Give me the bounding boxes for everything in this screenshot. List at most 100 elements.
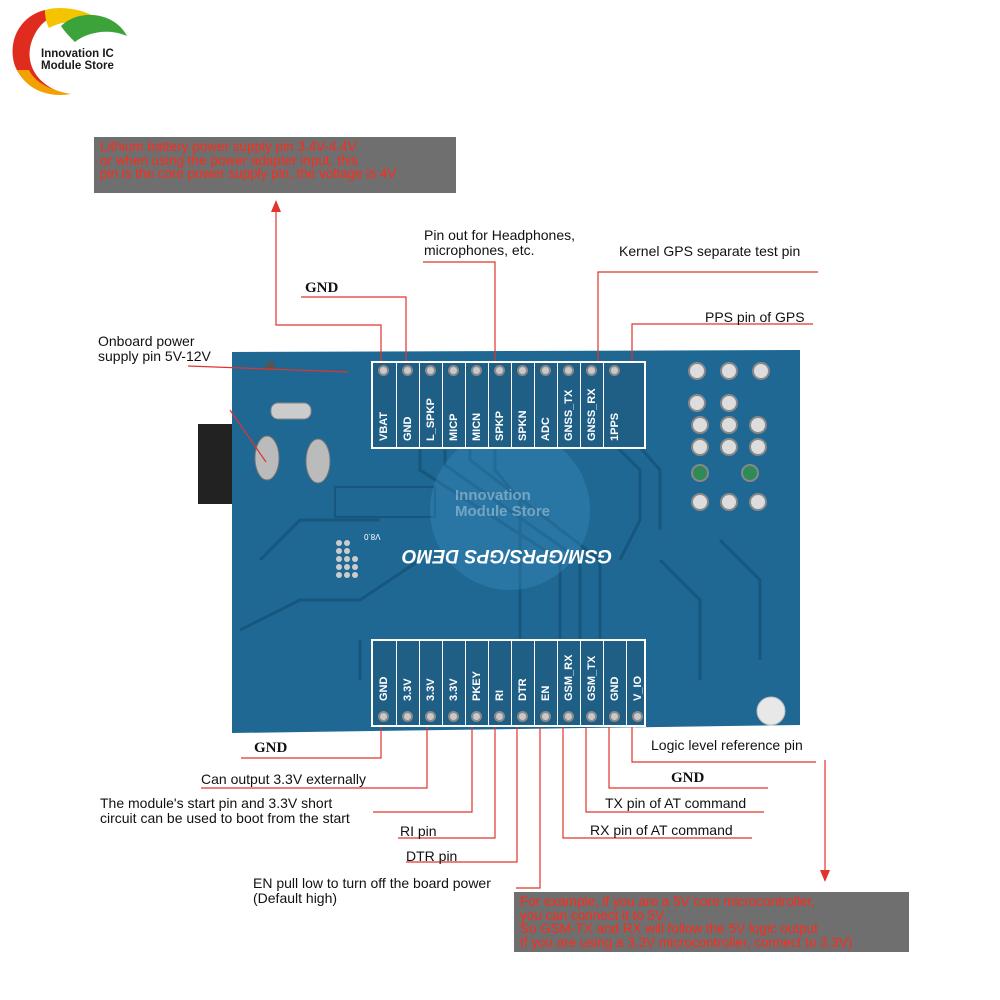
top-pin-label: VBAT [378, 411, 390, 441]
headphones-line: Pin out for Headphones, [424, 227, 575, 243]
output-33-label: Can output 3.3V externally [201, 771, 366, 787]
start-pin-label: The module's start pin and 3.3V short ci… [100, 796, 350, 826]
bottom-pin-pad [471, 711, 482, 722]
bottom-pin-label: GSM_TX [586, 655, 598, 701]
bottom-pin-pad [425, 711, 436, 722]
logic-ref-label: Logic level reference pin [651, 737, 803, 753]
start-pin-line: circuit can be used to boot from the sta… [100, 810, 350, 826]
onboard-power-line: supply pin 5V-12V [98, 348, 211, 364]
vio-note-line: For example, if you are a 5V core microc… [520, 894, 815, 909]
bottom-pin-label: EN [540, 685, 552, 701]
top-pin-label: GNSS_RX [586, 388, 598, 441]
top-pin-label: GND [402, 416, 414, 441]
onboard-power-label: Onboard power supply pin 5V-12V [98, 334, 211, 364]
bottom-pin-column: EN [534, 641, 557, 725]
top-pin-pad [540, 365, 551, 376]
top-pin-column: 1PPS [603, 363, 626, 447]
watermark-line: Module Store [455, 503, 551, 520]
bottom-pin-column: 3.3V [419, 641, 442, 725]
top-pin-pad [448, 365, 459, 376]
top-pin-pad [378, 365, 389, 376]
top-pin-label: MICN [471, 412, 483, 441]
vio-note-line: If you are using a 3.3V microcontroller,… [520, 934, 853, 950]
top-pin-pad [609, 365, 620, 376]
top-pin-label: SPKP [494, 411, 506, 441]
gnd-top-label: GND [305, 280, 339, 296]
gnd-bottom-left-label: GND [254, 740, 288, 756]
top-pin-column: SPKP [488, 363, 511, 447]
bottom-pin-pad [540, 711, 551, 722]
headphones-label: Pin out for Headphones, microphones, etc… [424, 228, 575, 258]
bottom-pin-column: GSM_RX [557, 641, 580, 725]
brand-line-2: Module Store [41, 60, 114, 72]
bottom-pin-column: GND [373, 641, 396, 725]
bottom-pin-column: RI [488, 641, 511, 725]
bottom-pin-label: 3.3V [448, 678, 460, 701]
right-header [688, 362, 770, 511]
en-label: EN pull low to turn off the board power … [253, 876, 491, 906]
vio-note-line: So GSM-TX and RX will follow the 5V logi… [520, 921, 818, 936]
bottom-pin-pad [563, 711, 574, 722]
top-pin-column: VBAT [373, 363, 396, 447]
switch [270, 402, 312, 420]
top-pin-column: SPKN [511, 363, 534, 447]
bottom-pin-label: 3.3V [402, 678, 414, 701]
bottom-pin-label: V_IO [632, 675, 644, 701]
bottom-pin-label: DTR [517, 678, 529, 701]
store-logo: Innovation IC Module Store [5, 6, 129, 98]
top-pin-pad [494, 365, 505, 376]
board-version: V8.0 [364, 532, 381, 541]
top-pin-column: GNSS_TX [557, 363, 580, 447]
bottom-pin-label: 3.3V [425, 678, 437, 701]
bottom-pin-pad [632, 711, 643, 722]
en-line: (Default high) [253, 890, 338, 906]
onboard-power-line: Onboard power [98, 333, 195, 349]
top-pin-column: ADC [534, 363, 557, 447]
bottom-pin-label: RI [494, 690, 506, 701]
kernel-gps-label: Kernel GPS separate test pin [619, 243, 801, 259]
pps-label: PPS pin of GPS [705, 309, 805, 325]
dtr-label: DTR pin [406, 848, 458, 864]
bottom-pin-label: PKEY [471, 671, 483, 701]
top-pin-column: MICN [465, 363, 488, 447]
brand-line-1: Innovation IC [41, 48, 114, 60]
top-pin-pad [471, 365, 482, 376]
vbat-note: Lithium battery power supply pin 3.4V-4.… [94, 137, 456, 193]
bottom-pin-label: GND [378, 676, 390, 701]
bottom-pin-pad [378, 711, 389, 722]
top-pin-label: ADC [540, 417, 552, 441]
bottom-pin-column: GND [603, 641, 626, 725]
watermark-circle [430, 430, 590, 590]
bottom-pin-label: GND [609, 676, 621, 701]
vbat-note-line: pin is the core power supply pin, the vo… [100, 166, 397, 181]
top-pin-column: MICP [442, 363, 465, 447]
bottom-pin-label: GSM_RX [563, 654, 575, 701]
top-pin-label: SPKN [517, 410, 529, 441]
top-pin-label: MICP [448, 413, 460, 442]
top-pin-column: L_SPKP [419, 363, 442, 447]
leader-lines [187, 200, 830, 889]
bottom-pin-column: GSM_TX [580, 641, 603, 725]
top-pin-header: VBAT GND L_SPKP MICP MICN SPKP SPKN ADC GNSS_TX G… [371, 361, 646, 449]
ri-label: RI pin [400, 823, 437, 839]
top-pin-column: GNSS_RX [580, 363, 603, 447]
en-line: EN pull low to turn off the board power [253, 875, 491, 891]
vio-note-line: you can connect it to 5V. [520, 907, 667, 923]
bottom-pin-pad [517, 711, 528, 722]
top-pin-pad [425, 365, 436, 376]
vbat-note-line: Lithium battery power supply pin 3.4V-4.… [100, 139, 357, 154]
bottom-pin-pad [402, 711, 413, 722]
logo-leaf-icon [12, 8, 127, 95]
rx-at-label: RX pin of AT command [590, 822, 733, 838]
chip-outline [334, 486, 436, 518]
gnd-bottom-right-label: GND [671, 770, 705, 786]
watermark-line: Innovation [455, 487, 531, 504]
small-pad-grid [336, 540, 358, 578]
bottom-pin-column: 3.3V [396, 641, 419, 725]
top-pin-column: GND [396, 363, 419, 447]
bottom-pin-column: V_IO [626, 641, 649, 725]
tx-at-label: TX pin of AT command [605, 795, 747, 811]
vbat-note-line: or when using the power adapter input, t… [100, 152, 359, 168]
board-title: GSM/GPRS/GPS DEMO [402, 545, 613, 566]
mount-hole [756, 696, 786, 726]
